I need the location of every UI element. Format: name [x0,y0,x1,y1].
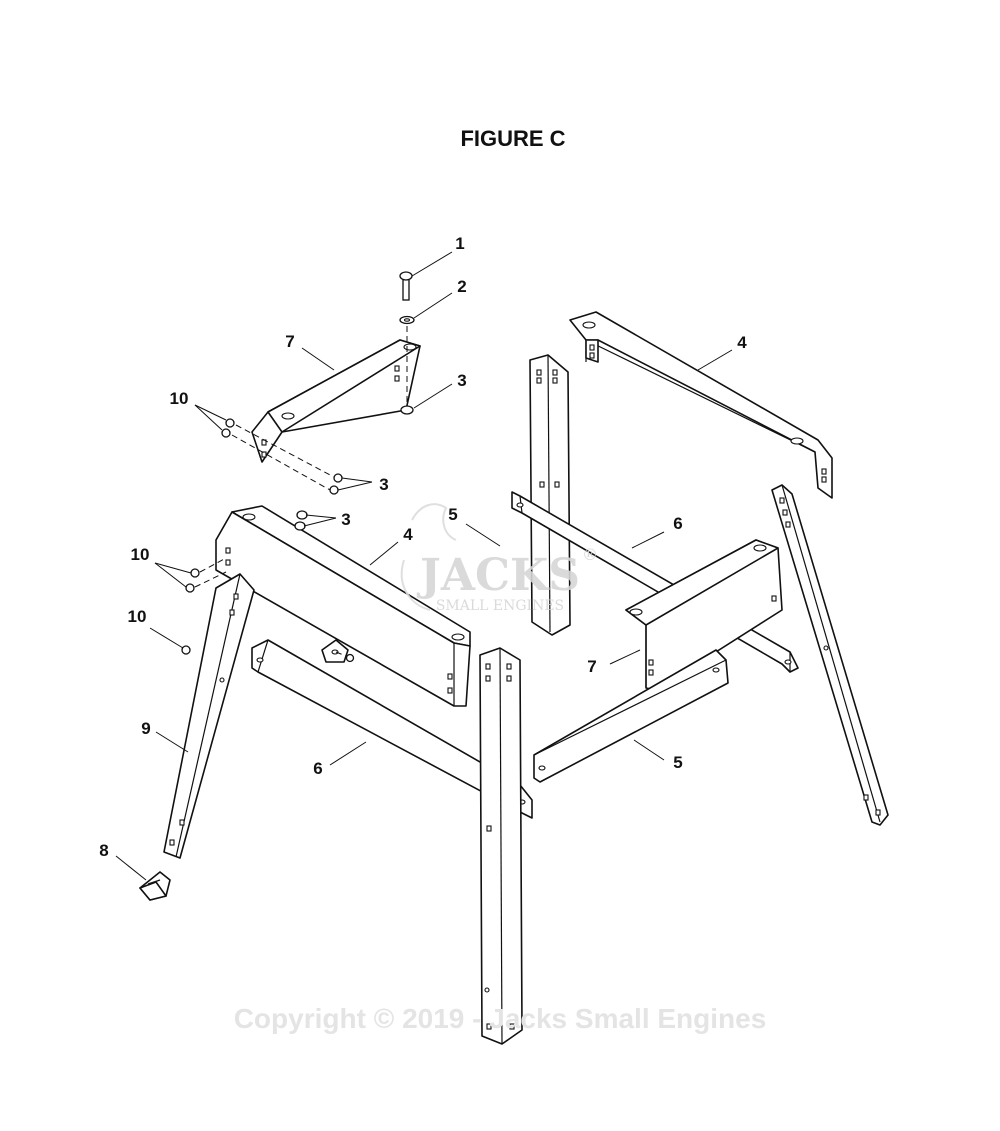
callout-6-front: 6 [313,759,322,778]
callout-3-apron: 3 [341,510,350,529]
callout-7-left: 7 [285,332,294,351]
stretcher-front-right [533,649,729,783]
leg-front-center [479,647,523,1045]
foot-pad [139,871,171,901]
right-apron [625,539,783,691]
leg-front-left [163,573,255,859]
leader-lines [115,251,733,881]
callout-10-apron: 10 [131,545,150,564]
callout-4-rear: 4 [737,333,747,352]
center-bracket [321,639,355,663]
callout-5-front: 5 [673,753,682,772]
callout-3-bracket: 3 [379,475,388,494]
nut-top [400,405,414,415]
callout-4-front: 4 [403,525,413,544]
rear-apron [569,311,833,499]
watermark-subtitle: SMALL ENGINES [436,598,564,614]
washer [399,315,415,325]
callout-5-back: 5 [448,505,457,524]
watermark-registered: ® [582,545,598,564]
leg-back-right [771,484,889,826]
apron-nuts [294,510,308,531]
leg-back-left [529,354,571,636]
callout-10-leg: 10 [128,607,147,626]
figure-title: FIGURE C [460,126,565,151]
callouts: 1 2 3 7 10 3 3 10 10 4 5 6 4 7 5 6 9 8 [99,234,747,860]
left-apron-bracket [251,339,421,463]
callout-3-nut-top: 3 [457,371,466,390]
copyright-watermark: Copyright © 2019 - Jacks Small Engines [234,1003,767,1034]
apron-screws [185,557,227,593]
bracket-screws [221,418,343,495]
callout-10-bracket: 10 [170,389,189,408]
callout-1: 1 [455,234,464,253]
callout-9: 9 [141,719,150,738]
callout-7-right: 7 [587,657,596,676]
front-apron [215,505,471,707]
callout-8: 8 [99,841,108,860]
callout-6-back: 6 [673,514,682,533]
watermark-brand: JACKS [416,550,580,601]
watermark-logo: JACKS ® SMALL ENGINES [400,503,598,614]
leg-screw [181,645,191,655]
callout-2: 2 [457,277,466,296]
carriage-bolt [399,271,413,301]
